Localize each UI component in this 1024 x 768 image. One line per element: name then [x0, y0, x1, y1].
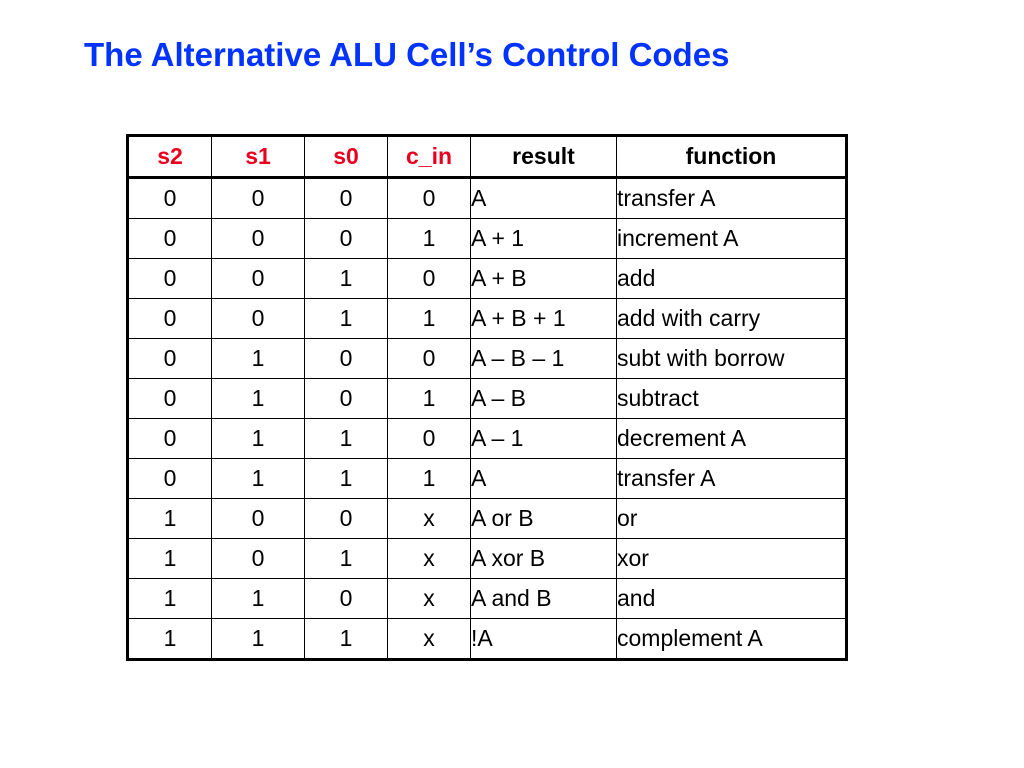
- cell-c-in: 1: [387, 458, 471, 499]
- cell-function: transfer A: [616, 177, 847, 219]
- cell-s0: 1: [304, 458, 388, 499]
- cell-result: A and B: [470, 578, 617, 619]
- cell-s2: 1: [127, 498, 212, 539]
- cell-s0: 0: [304, 218, 388, 259]
- cell-function: transfer A: [616, 458, 847, 499]
- cell-s2: 0: [127, 218, 212, 259]
- cell-function: decrement A: [616, 418, 847, 459]
- cell-s0: 0: [304, 578, 388, 619]
- cell-c-in: 0: [387, 258, 471, 299]
- cell-result: A: [470, 458, 617, 499]
- header-result: result: [470, 135, 617, 179]
- header-s1: s1: [211, 135, 305, 179]
- cell-c-in: 1: [387, 378, 471, 419]
- cell-c-in: 1: [387, 218, 471, 259]
- cell-result: A – B: [470, 378, 617, 419]
- cell-s0: 0: [304, 498, 388, 539]
- cell-result: A – B – 1: [470, 338, 617, 379]
- cell-c-in: 0: [387, 338, 471, 379]
- cell-s2: 1: [127, 538, 212, 579]
- cell-result: A + 1: [470, 218, 617, 259]
- cell-s2: 0: [127, 458, 212, 499]
- cell-s1: 1: [211, 578, 305, 619]
- header-c-in: c_in: [387, 135, 471, 179]
- cell-function: xor: [616, 538, 847, 579]
- header-row: s2 s1 s0 c_in result function: [127, 135, 847, 179]
- cell-function: complement A: [616, 618, 847, 660]
- cell-s2: 0: [127, 378, 212, 419]
- cell-s2: 0: [127, 298, 212, 339]
- cell-s0: 1: [304, 298, 388, 339]
- cell-s2: 1: [127, 618, 212, 660]
- cell-s1: 0: [211, 177, 305, 219]
- cell-function: subt with borrow: [616, 338, 847, 379]
- cell-s1: 0: [211, 298, 305, 339]
- cell-s0: 0: [304, 177, 388, 219]
- cell-c-in: x: [387, 578, 471, 619]
- cell-s2: 1: [127, 578, 212, 619]
- cell-s1: 0: [211, 218, 305, 259]
- cell-c-in: 0: [387, 177, 471, 219]
- cell-function: and: [616, 578, 847, 619]
- cell-s1: 1: [211, 458, 305, 499]
- cell-function: increment A: [616, 218, 847, 259]
- cell-s0: 1: [304, 618, 388, 660]
- cell-s1: 0: [211, 498, 305, 539]
- cell-function: subtract: [616, 378, 847, 419]
- cell-s1: 1: [211, 338, 305, 379]
- cell-s2: 0: [127, 338, 212, 379]
- cell-c-in: x: [387, 538, 471, 579]
- cell-s2: 0: [127, 258, 212, 299]
- cell-c-in: x: [387, 618, 471, 660]
- cell-s1: 1: [211, 418, 305, 459]
- cell-result: A or B: [470, 498, 617, 539]
- header-s2: s2: [127, 135, 212, 179]
- header-s0: s0: [304, 135, 388, 179]
- cell-s1: 0: [211, 538, 305, 579]
- header-function: function: [616, 135, 847, 179]
- cell-s2: 0: [127, 418, 212, 459]
- cell-function: add with carry: [616, 298, 847, 339]
- cell-s2: 0: [127, 177, 212, 219]
- cell-s1: 1: [211, 618, 305, 660]
- cell-s0: 0: [304, 378, 388, 419]
- cell-s1: 0: [211, 258, 305, 299]
- cell-result: A + B: [470, 258, 617, 299]
- cell-result: A xor B: [470, 538, 617, 579]
- cell-result: A: [470, 177, 617, 219]
- cell-function: add: [616, 258, 847, 299]
- cell-function: or: [616, 498, 847, 539]
- cell-result: A + B + 1: [470, 298, 617, 339]
- cell-result: !A: [470, 618, 617, 660]
- slide-title: The Alternative ALU Cell’s Control Codes: [84, 36, 730, 73]
- cell-s1: 1: [211, 378, 305, 419]
- cell-c-in: x: [387, 498, 471, 539]
- cell-s0: 1: [304, 538, 388, 579]
- cell-c-in: 0: [387, 418, 471, 459]
- cell-s0: 1: [304, 258, 388, 299]
- cell-c-in: 1: [387, 298, 471, 339]
- cell-result: A – 1: [470, 418, 617, 459]
- cell-s0: 1: [304, 418, 388, 459]
- cell-s0: 0: [304, 338, 388, 379]
